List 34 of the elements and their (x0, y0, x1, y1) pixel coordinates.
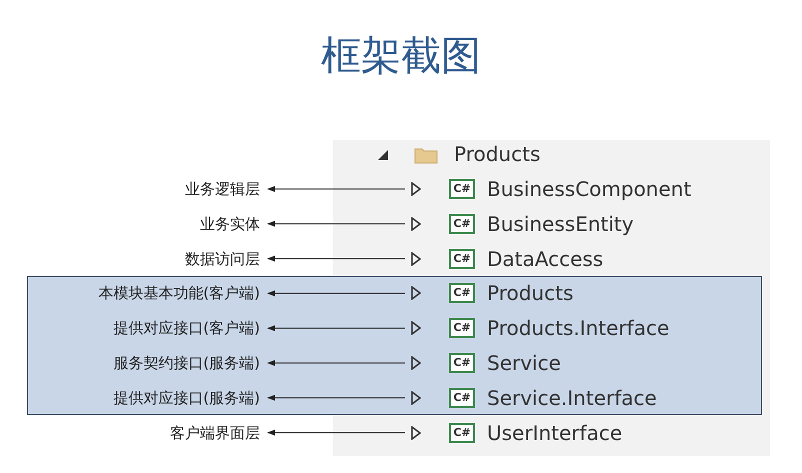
project-name: UserInterface (487, 420, 622, 446)
arrow (267, 360, 406, 366)
file-type-badge: C# (449, 422, 475, 443)
project-name: Service (487, 350, 561, 376)
project-name: Products (487, 280, 574, 306)
title: 框架截图 (321, 32, 481, 81)
layer-label: 提供对应接口(服务端) (113, 388, 260, 408)
arrow (267, 256, 406, 262)
layer-label: 提供对应接口(客户端) (113, 318, 260, 338)
arrow (267, 186, 406, 192)
project-name: DataAccess (487, 246, 604, 272)
layer-label: 业务逻辑层 (185, 179, 260, 199)
file-type-badge: C# (449, 318, 475, 338)
arrow (267, 394, 406, 401)
arrow (267, 290, 406, 296)
layer-label: 业务实体 (200, 214, 260, 234)
layer-label: 数据访问层 (185, 248, 260, 269)
layer-label: 客户端界面层 (170, 422, 260, 443)
project-name: BusinessComponent (487, 176, 692, 202)
project-name: Products.Interface (487, 315, 670, 342)
file-type-badge: C# (449, 248, 475, 269)
file-type-badge: C# (449, 283, 475, 304)
folder-name: Products (454, 141, 540, 167)
arrow (267, 430, 406, 436)
file-type-badge: C# (449, 353, 475, 373)
arrow (267, 220, 406, 227)
layer-label: 本模块基本功能(客户端) (98, 283, 260, 304)
file-type-badge: C# (449, 179, 475, 199)
project-name: BusinessEntity (487, 210, 634, 237)
file-type-badge: C# (449, 214, 475, 234)
file-type-badge: C# (449, 388, 475, 408)
project-name: Service.Interface (487, 384, 657, 411)
arrow (267, 325, 406, 332)
layer-label: 服务契约接口(服务端) (113, 353, 260, 373)
